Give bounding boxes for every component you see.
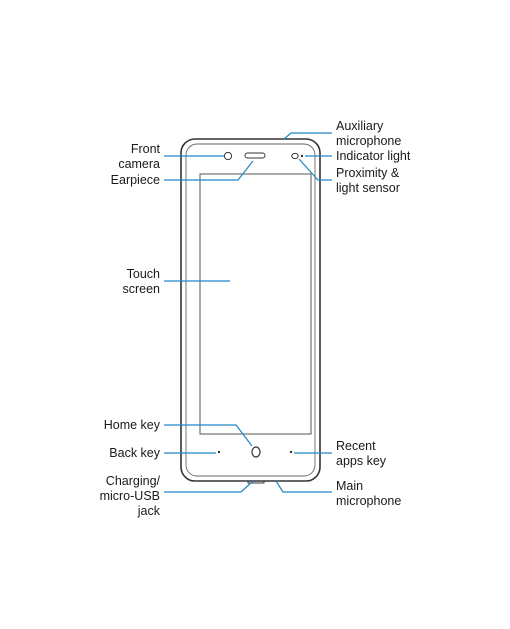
label-main-microphone: Main microphone (336, 479, 401, 509)
proximity-sensor-icon (292, 153, 298, 158)
label-back-key: Back key (109, 446, 160, 461)
front-camera-icon (224, 152, 231, 159)
recent-apps-key-icon (290, 451, 292, 453)
phone-inner-bezel (186, 144, 315, 476)
label-front-camera: Front camera (118, 142, 160, 172)
leader-charging (164, 481, 253, 492)
label-recent-apps-key: Recent apps key (336, 439, 386, 469)
leader-earpiece (164, 161, 253, 180)
leader-home-key (164, 425, 252, 446)
leader-lines (164, 133, 332, 492)
label-proximity-sensor: Proximity & light sensor (336, 166, 400, 196)
label-indicator-light: Indicator light (336, 149, 410, 164)
label-charging-jack: Charging/ micro-USB jack (100, 474, 160, 519)
home-key-icon (252, 447, 260, 457)
label-earpiece: Earpiece (111, 173, 160, 188)
leader-proximity (299, 159, 332, 180)
touch-screen-area (200, 174, 311, 434)
label-touch-screen: Touch screen (122, 267, 160, 297)
back-key-icon (218, 451, 220, 453)
phone-outer-body (181, 139, 320, 481)
leader-main-mic (276, 481, 332, 492)
indicator-light-icon (301, 155, 303, 157)
earpiece-icon (245, 153, 265, 158)
leader-aux-mic (284, 133, 332, 139)
label-aux-microphone: Auxiliary microphone (336, 119, 401, 149)
label-home-key: Home key (104, 418, 160, 433)
